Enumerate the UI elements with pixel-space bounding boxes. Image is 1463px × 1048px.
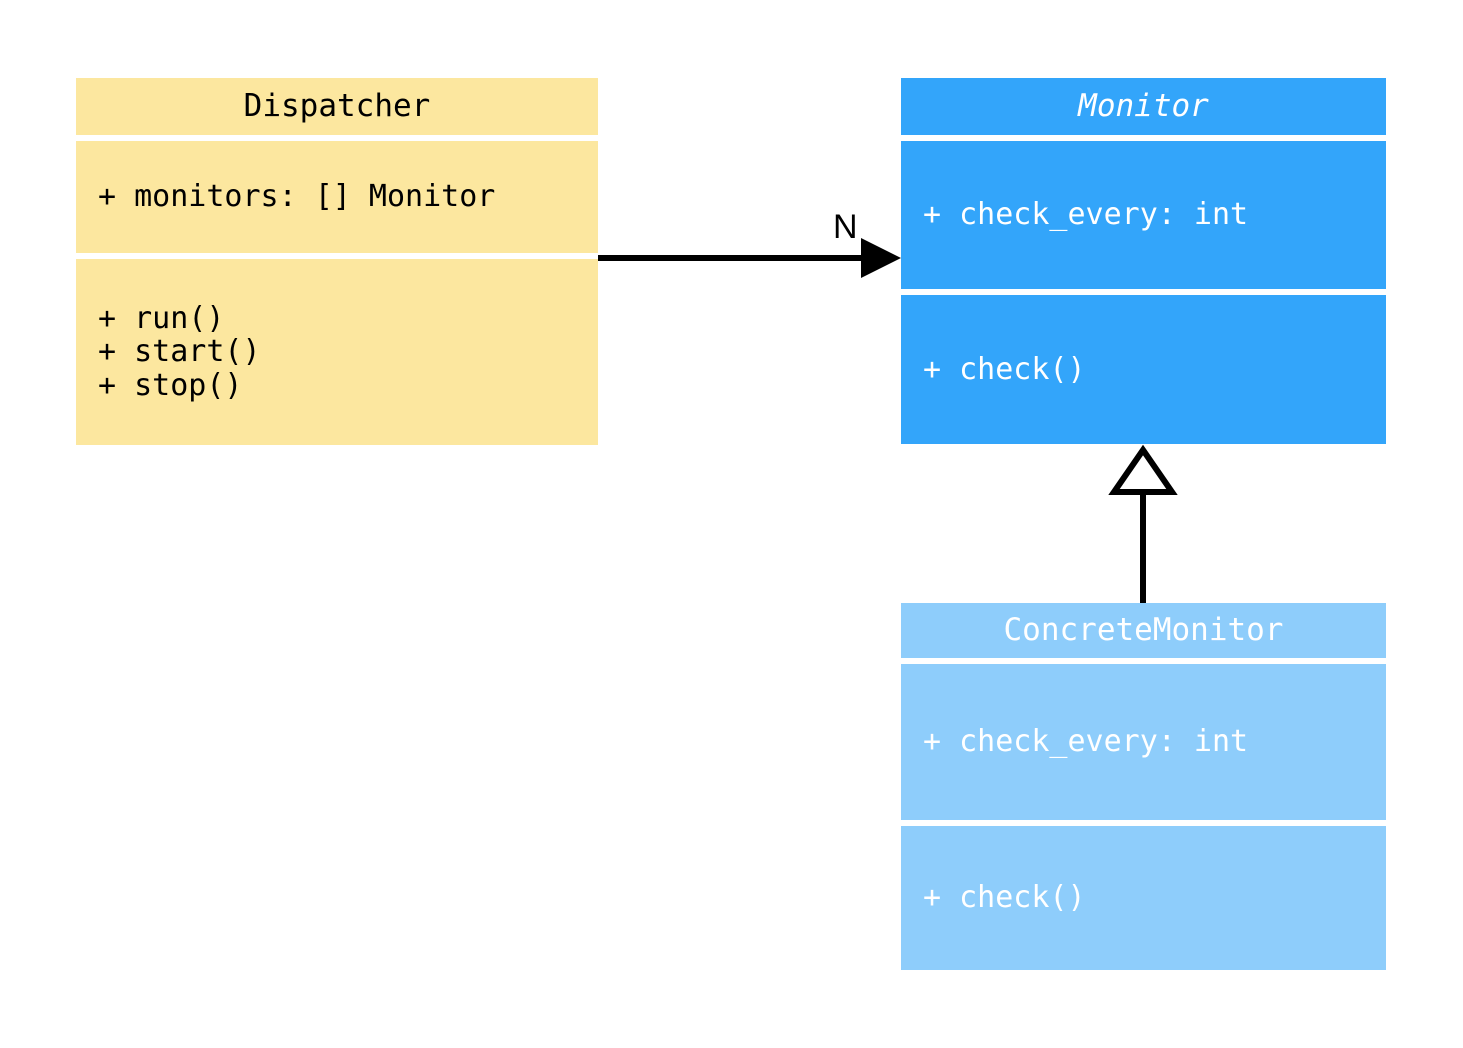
hollow-triangle-arrowhead-icon [1108,444,1178,495]
class-operations-concrete-monitor: + check() [901,826,1386,970]
class-name-monitor: Monitor [1078,87,1209,124]
class-box-concrete-monitor[interactable]: ConcreteMonitor + check_every: int + che… [901,603,1386,970]
operation-item: + check() [923,351,1086,387]
generalization-concrete-monitor-to-monitor[interactable] [1108,444,1178,603]
class-header-monitor: Monitor [901,78,1386,135]
filled-arrowhead-icon [861,238,901,278]
attribute-item: + check_every: int [923,197,1249,233]
class-attributes-monitor: + check_every: int [901,141,1386,289]
class-attributes-concrete-monitor: + check_every: int [901,664,1386,820]
operation-item: + start() [98,334,261,370]
operation-item: + check() [923,880,1086,916]
multiplicity-label-n: N [833,208,858,246]
class-attributes-dispatcher: + monitors: [] Monitor [76,141,598,253]
class-name-concrete-monitor: ConcreteMonitor [1003,611,1284,648]
class-box-dispatcher[interactable]: Dispatcher + monitors: [] Monitor + run(… [76,78,598,445]
class-header-concrete-monitor: ConcreteMonitor [901,603,1386,658]
operation-item: + run() [98,300,225,336]
class-operations-monitor: + check() [901,295,1386,444]
attribute-item: + monitors: [] Monitor [98,179,496,215]
class-operations-dispatcher: + run() + start() + stop() [76,259,598,445]
operation-item: + stop() [98,367,243,403]
attribute-item: + check_every: int [923,724,1249,760]
class-name-dispatcher: Dispatcher [243,87,431,124]
class-header-dispatcher: Dispatcher [76,78,598,135]
class-box-monitor[interactable]: Monitor + check_every: int + check() [901,78,1386,444]
